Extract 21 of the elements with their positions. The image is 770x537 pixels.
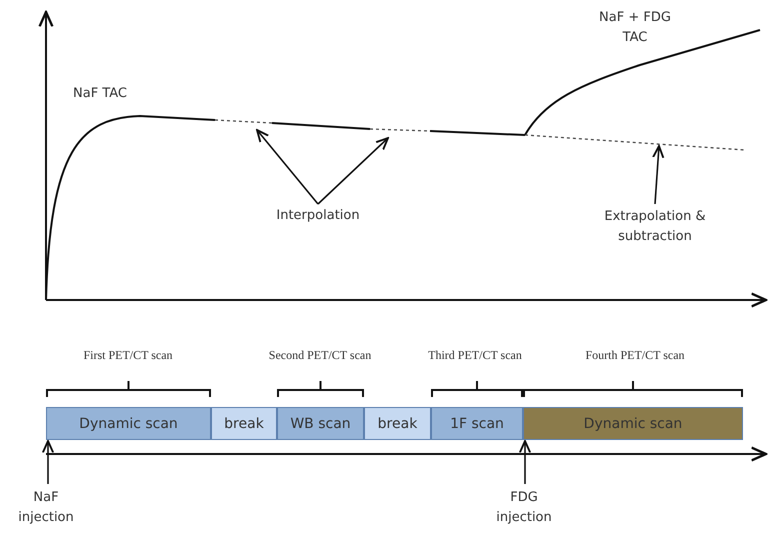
curve-label: NaF + FDG TAC xyxy=(598,9,672,47)
scan-title: Fourth PET/CT scan xyxy=(584,347,686,364)
scan-segment: Dynamic scan xyxy=(46,407,211,440)
annotation-text: Interpolation xyxy=(263,205,373,227)
curve-label: NaF TAC xyxy=(72,85,128,103)
arrow xyxy=(256,129,319,204)
scan-segment: Dynamic scan xyxy=(523,407,743,440)
scan-segment: WB scan xyxy=(277,407,364,440)
arrow xyxy=(42,440,54,484)
injection-label: NaF injection xyxy=(6,486,86,530)
arrow xyxy=(652,145,664,204)
scan-title: Third PET/CT scan xyxy=(427,347,523,364)
scan-title: First PET/CT scan xyxy=(82,347,174,364)
scan-title: Second PET/CT scan xyxy=(268,347,372,364)
annotation-text: Extrapolation & subtraction xyxy=(585,205,725,249)
break-segment: break xyxy=(364,407,431,440)
injection-label: FDG injection xyxy=(482,486,566,530)
break-segment: break xyxy=(211,407,277,440)
scan-segment: 1F scan xyxy=(431,407,523,440)
arrow xyxy=(317,137,389,205)
arrow xyxy=(518,440,532,484)
